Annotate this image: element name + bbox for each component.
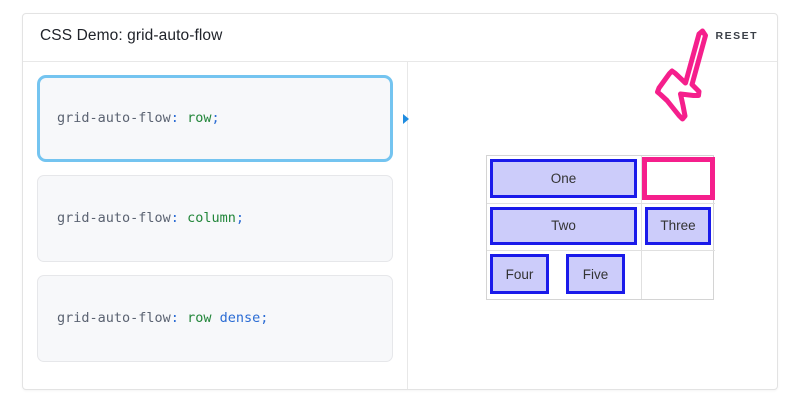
css-semicolon: ; xyxy=(211,109,220,126)
grid-cell: Two xyxy=(487,203,642,252)
card-body: grid-auto-flow: row; grid-auto-flow: col… xyxy=(23,62,777,389)
option-card-column[interactable]: grid-auto-flow: column; xyxy=(37,175,393,262)
highlight-box xyxy=(642,157,715,200)
css-colon: : xyxy=(170,109,188,126)
code-snippet-row: grid-auto-flow: row; xyxy=(40,109,220,126)
preview-pane: One Two Three Four Five xyxy=(408,62,777,389)
grid-item-three: Three xyxy=(645,206,711,246)
css-property-name: grid-auto-flow xyxy=(57,109,171,126)
css-colon: : xyxy=(170,209,188,226)
grid-cell: One xyxy=(487,156,642,204)
code-snippet-column: grid-auto-flow: column; xyxy=(38,209,244,226)
css-keyword: dense xyxy=(211,309,261,326)
grid-item-five: Five xyxy=(566,254,625,294)
grid-cell xyxy=(642,251,715,299)
css-value: column xyxy=(187,209,236,226)
css-property-name: grid-auto-flow xyxy=(57,209,171,226)
grid-item-two: Two xyxy=(490,206,637,246)
code-snippet-row-dense: grid-auto-flow: row dense; xyxy=(38,309,269,326)
css-value: row xyxy=(187,109,212,126)
option-card-row-dense[interactable]: grid-auto-flow: row dense; xyxy=(37,275,393,362)
grid-cell-highlighted xyxy=(642,156,715,204)
css-semicolon: ; xyxy=(260,309,269,326)
css-demo-card: CSS Demo: grid-auto-flow RESET grid-auto… xyxy=(22,13,778,390)
css-property-name: grid-auto-flow xyxy=(57,309,171,326)
reset-button[interactable]: RESET xyxy=(706,24,767,48)
css-semicolon: ; xyxy=(235,209,244,226)
css-colon: : xyxy=(170,309,188,326)
option-card-row[interactable]: grid-auto-flow: row; xyxy=(37,75,409,162)
chevron-right-icon xyxy=(403,113,409,124)
card-header: CSS Demo: grid-auto-flow RESET xyxy=(23,14,777,62)
page-title: CSS Demo: grid-auto-flow xyxy=(40,27,223,44)
grid-cell: Four Five xyxy=(487,251,642,299)
grid-item-one: One xyxy=(490,159,637,198)
grid-item-four: Four xyxy=(490,254,549,294)
grid-cell: Three xyxy=(642,204,715,252)
css-value: row xyxy=(187,309,212,326)
options-pane: grid-auto-flow: row; grid-auto-flow: col… xyxy=(23,62,409,389)
grid-preview-container: One Two Three Four Five xyxy=(486,155,715,300)
